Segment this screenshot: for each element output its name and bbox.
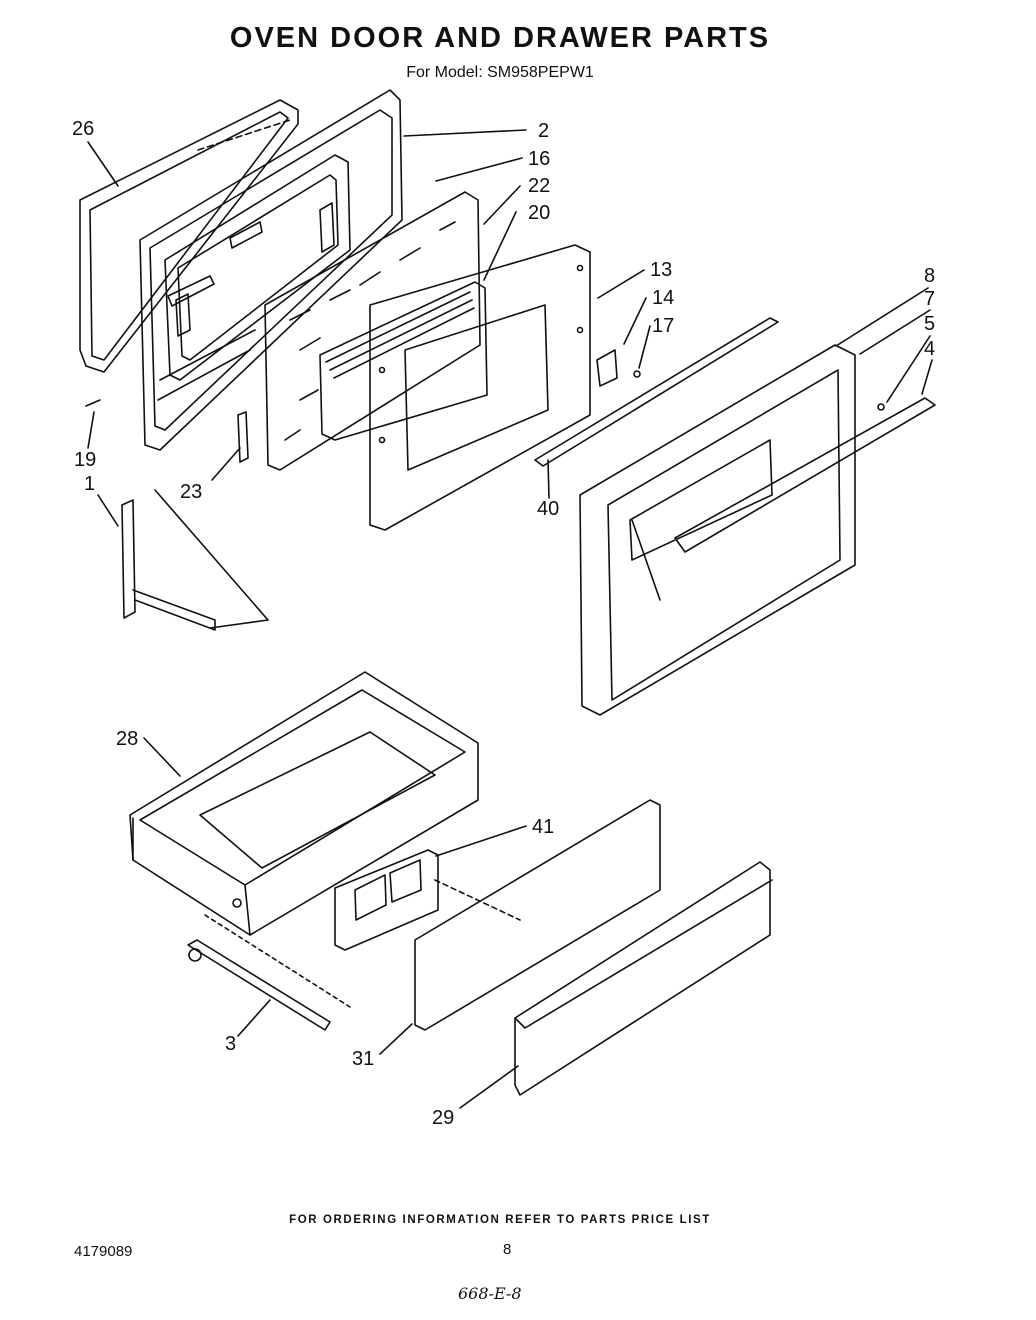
callout-labels: 26 2 16 22 20 13 14 17 8 7 5 4 19 1 23 4… [72, 118, 935, 1129]
part-29-drawer-panel [514, 861, 773, 1096]
callout-31: 31 [352, 1048, 374, 1070]
model-subtitle: For Model: SM958PEPW1 [406, 64, 594, 81]
callout-4: 4 [924, 338, 935, 360]
callout-3: 3 [225, 1033, 236, 1055]
part-31-drawer-front [414, 799, 661, 1031]
callout-17: 17 [652, 315, 674, 337]
part-23-bracket [237, 411, 249, 463]
page-title: OVEN DOOR AND DRAWER PARTS [229, 22, 771, 54]
part-1-hinge [121, 489, 269, 631]
callout-29: 29 [432, 1107, 454, 1129]
callout-16: 16 [528, 148, 550, 170]
callout-1: 1 [84, 473, 95, 495]
callout-20: 20 [528, 202, 550, 224]
part-20-glass-pack [319, 281, 488, 441]
callout-26: 26 [72, 118, 94, 140]
part-41-drawer-bracket [334, 849, 439, 951]
part-19-screw [85, 399, 101, 407]
part-4-door-handle [674, 397, 936, 553]
callout-40: 40 [537, 498, 559, 520]
part-8-outer-door-panel [579, 344, 856, 716]
leader-lines [87, 129, 933, 1109]
part-5-end-cap [877, 403, 885, 411]
part-13-door-frame [369, 244, 591, 531]
callout-8: 8 [924, 265, 935, 287]
part-14-bracket [596, 349, 618, 387]
page-number: 8 [503, 1241, 512, 1258]
part-2-inner-door-liner [139, 89, 403, 451]
part-17-screw [633, 370, 641, 378]
document-number: 4179089 [74, 1243, 133, 1260]
callout-13: 13 [650, 259, 672, 281]
callout-22: 22 [528, 175, 550, 197]
callout-28: 28 [116, 728, 138, 750]
part-26-door-gasket [79, 99, 299, 373]
callout-23: 23 [180, 481, 202, 503]
callout-19: 19 [74, 449, 96, 471]
ordering-footer: FOR ORDERING INFORMATION REFER TO PARTS … [289, 1214, 711, 1226]
part-3-drawer-slide [187, 914, 351, 1031]
callout-7: 7 [924, 288, 935, 310]
part-28-storage-drawer [129, 671, 479, 936]
callout-14: 14 [652, 287, 674, 309]
callout-5: 5 [924, 313, 935, 335]
part-22-insulation [264, 191, 481, 471]
handwritten-note: 668-E-8 [458, 1284, 522, 1303]
callout-2: 2 [538, 120, 549, 142]
callout-41: 41 [532, 816, 554, 838]
part-40-hinge-strip [534, 317, 779, 467]
